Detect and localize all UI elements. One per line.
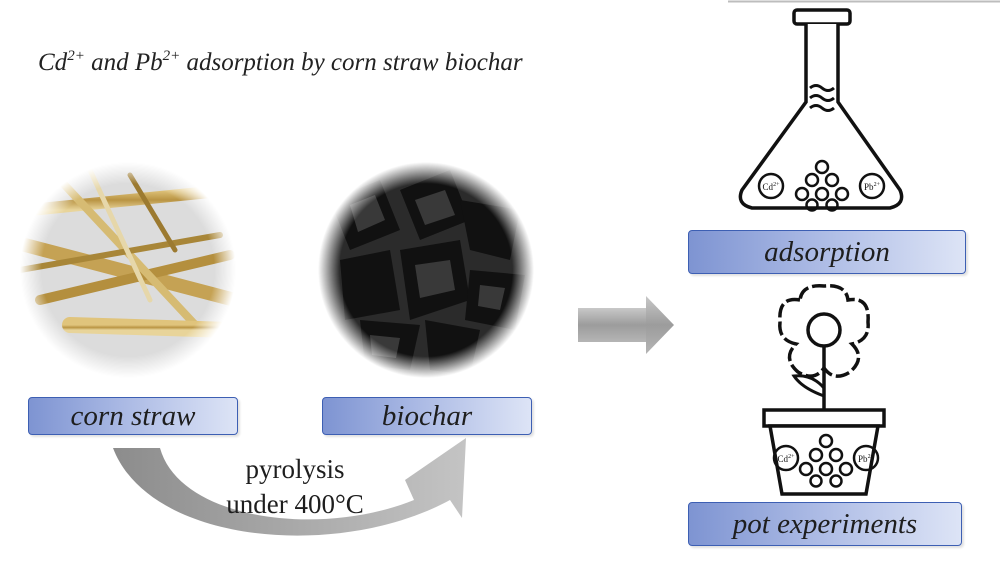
- process-arrow: [578, 296, 674, 354]
- adsorption-label: adsorption: [688, 230, 966, 274]
- title-and-pb: and Pb: [84, 49, 163, 76]
- pyrolysis-label: pyrolysis under 400°C: [210, 452, 380, 522]
- pot-cd-label: Cd2+: [778, 454, 796, 464]
- flask-pb-ion-icon: [858, 172, 886, 200]
- title-cd-charge: 2+: [67, 48, 85, 64]
- flask-particles-icon: [794, 159, 850, 212]
- corn-straw-label: corn straw: [28, 397, 238, 435]
- title-pb-charge: 2+: [162, 48, 181, 64]
- title-rest: adsorption by corn straw biochar: [180, 49, 523, 76]
- pot-experiments-label: pot experiments: [688, 502, 962, 546]
- diagram-title: Cd2+ and Pb2+ adsorption by corn straw b…: [38, 48, 523, 77]
- pyrolysis-arrow: [113, 438, 466, 536]
- title-cd: Cd: [38, 49, 68, 76]
- flower-pot-icon: [762, 284, 886, 496]
- pot-particles-icon: [798, 433, 854, 488]
- flask-icon: [738, 8, 904, 212]
- flask-pb-label: Pb2+: [864, 182, 881, 192]
- biochar-label: biochar: [322, 397, 532, 435]
- pot-pb-ion-icon: [852, 444, 880, 472]
- corn-straw-image: [17, 160, 242, 380]
- pot-cd-ion-icon: [772, 444, 800, 472]
- flask-cd-label: Cd2+: [763, 182, 781, 192]
- flask-cd-ion-icon: [757, 172, 785, 200]
- pyrolysis-line2: under 400°C: [226, 489, 364, 519]
- biochar-image: [316, 160, 536, 380]
- pot-pb-label: Pb2+: [858, 454, 875, 464]
- pyrolysis-line1: pyrolysis: [245, 454, 345, 484]
